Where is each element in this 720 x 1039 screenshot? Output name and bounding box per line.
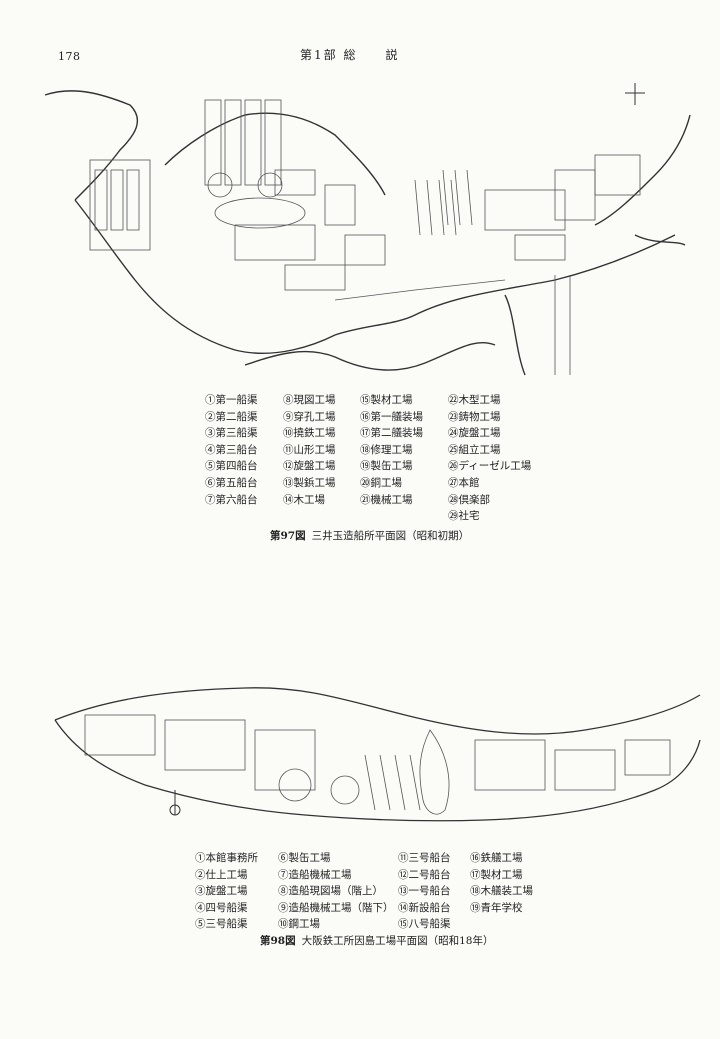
legend-98-col-2: ⑥製缶工場 ⑦造船機械工場 ⑧造船現図場（階上） ⑨造船機械工場（階下） ⑩鋼工…	[278, 850, 394, 933]
legend-item: ⑤三号船渠	[195, 918, 248, 931]
legend-97-col-4: ㉒木型工場 ㉓鋳物工場 ㉔旋盤工場 ㉕組立工場 ㉖ディーゼル工場 ㉗本館 ㉘倶楽…	[448, 392, 531, 525]
page-number: 178	[58, 50, 81, 63]
legend-item: ⑨穿孔工場	[283, 410, 336, 423]
legend-item: ①本館事務所	[195, 852, 258, 864]
legend-item: ⑮八号船渠	[398, 918, 451, 931]
legend-item: ⑥製缶工場	[278, 852, 331, 864]
legend-item: ②第二船渠	[205, 410, 258, 423]
legend-item: ④第三船台	[205, 443, 258, 456]
legend-item: ⑤第四船台	[205, 460, 258, 473]
legend-98-col-1: ①本館事務所 ②仕上工場 ③旋盤工場 ④四号船渠 ⑤三号船渠	[195, 850, 258, 933]
legend-item: ⑲製缶工場	[360, 460, 413, 473]
legend-item: ⑱木艤装工場	[470, 885, 533, 898]
legend-98-col-4: ⑯鉄艤工場 ⑰製材工場 ⑱木艤装工場 ⑲青年学校	[470, 850, 533, 916]
legend-item: ⑱修理工場	[360, 443, 413, 456]
legend-item: ⑯鉄艤工場	[470, 852, 523, 864]
shipyard-map-97	[44, 83, 691, 376]
legend-item: ⑰製材工場	[470, 868, 523, 881]
legend-item: ①第一船渠	[205, 394, 258, 406]
legend-97-col-1: ①第一船渠 ②第二船渠 ③第三船渠 ④第三船台 ⑤第四船台 ⑥第五船台 ⑦第六船…	[205, 392, 258, 508]
legend-item: ③旋盤工場	[195, 885, 248, 898]
legend-item: ③第三船渠	[205, 427, 258, 440]
legend-item: ㉓鋳物工場	[448, 410, 501, 423]
legend-item: ⑳銅工場	[360, 476, 402, 489]
legend-item: ⑭新設船台	[398, 901, 451, 914]
legend-item: ㉗本館	[448, 476, 480, 489]
legend-item: ㉙社宅	[448, 510, 480, 523]
figure-97-caption: 第97図三井玉造船所平面図（昭和初期）	[270, 528, 469, 543]
legend-item: ㉒木型工場	[448, 394, 501, 406]
legend-item: ㉔旋盤工場	[448, 427, 501, 440]
legend-item: ⑬製鋲工場	[283, 476, 336, 489]
legend-item: ⑧造船現図場（階上）	[278, 885, 383, 898]
legend-item: ⑰第二艤装場	[360, 427, 423, 440]
legend-item: ②仕上工場	[195, 868, 248, 881]
legend-item: ⑲青年学校	[470, 901, 523, 914]
legend-97-col-3: ⑮製材工場 ⑯第一艤装場 ⑰第二艤装場 ⑱修理工場 ⑲製缶工場 ⑳銅工場 ㉑機械…	[360, 392, 423, 508]
caption-title: 大阪鉄工所因島工場平面図（昭和18年）	[301, 935, 494, 947]
legend-item: ⑦造船機械工場	[278, 868, 352, 881]
legend-item: ⑩鋼工場	[278, 918, 320, 931]
figure-98-caption: 第98図大阪鉄工所因島工場平面図（昭和18年）	[260, 933, 494, 948]
legend-item: ④四号船渠	[195, 901, 248, 914]
legend-item: ⑥第五船台	[205, 476, 258, 489]
legend-item: ㉘倶楽部	[448, 493, 490, 506]
factory-map-98	[54, 687, 701, 822]
legend-item: ⑩撓鉄工場	[283, 427, 336, 440]
legend-item: ⑪三号船台	[398, 852, 451, 864]
running-title: 第1部 総 説	[300, 48, 400, 62]
legend-item: ⑭木工場	[283, 493, 325, 506]
legend-item: ⑮製材工場	[360, 394, 413, 406]
legend-item: ⑪山形工場	[283, 443, 336, 456]
legend-item: ⑧現図工場	[283, 394, 336, 406]
legend-97-col-2: ⑧現図工場 ⑨穿孔工場 ⑩撓鉄工場 ⑪山形工場 ⑫旋盤工場 ⑬製鋲工場 ⑭木工場	[283, 392, 336, 508]
legend-98-col-3: ⑪三号船台 ⑫二号船台 ⑬一号船台 ⑭新設船台 ⑮八号船渠	[398, 850, 451, 933]
legend-item: ⑨造船機械工場（階下）	[278, 901, 394, 914]
legend-item: ㉖ディーゼル工場	[448, 460, 532, 473]
legend-item: ㉕組立工場	[448, 443, 501, 456]
caption-number: 第98図	[260, 935, 296, 947]
legend-item: ⑫旋盤工場	[283, 460, 336, 473]
legend-item: ⑫二号船台	[398, 868, 451, 881]
caption-number: 第97図	[270, 530, 306, 542]
legend-item: ⑦第六船台	[205, 493, 258, 506]
caption-title: 三井玉造船所平面図（昭和初期）	[311, 530, 470, 542]
legend-item: ⑯第一艤装場	[360, 410, 423, 423]
legend-item: ㉑機械工場	[360, 493, 413, 506]
legend-item: ⑬一号船台	[398, 885, 451, 898]
